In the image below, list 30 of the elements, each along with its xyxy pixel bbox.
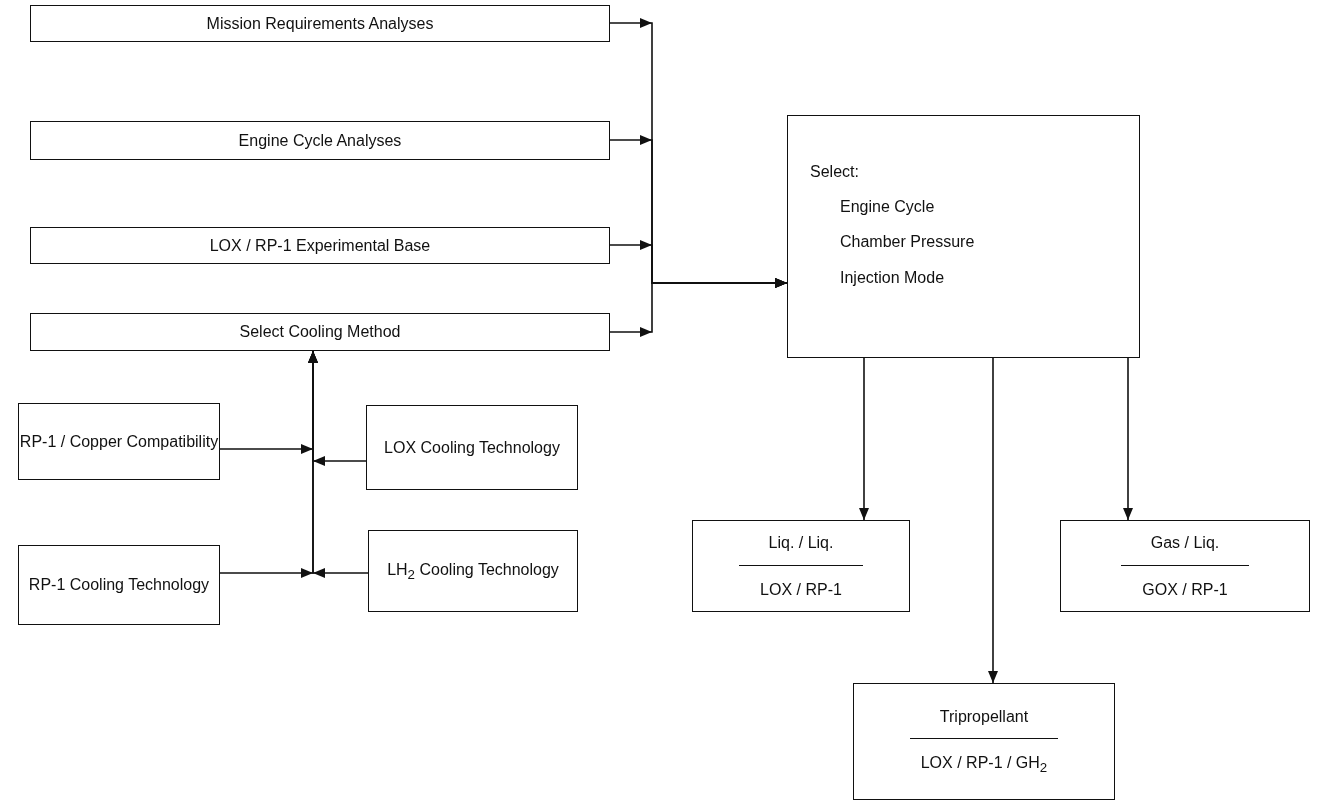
box-text: LH$_{2}$ Cooling Technology — [387, 559, 559, 584]
box-text: Chamber Pressure — [840, 232, 975, 253]
box-text: Select Cooling Method — [239, 322, 401, 343]
box-text: LOX / RP-1 — [760, 579, 842, 600]
box-text: LOX / RP-1 / GH$_{2}$ — [920, 753, 1048, 778]
box-text: Engine Cycle — [840, 197, 935, 218]
process-box — [853, 683, 1115, 800]
box-text: Select: — [810, 162, 859, 182]
process-box — [368, 530, 578, 612]
heading-text: Liq. / Liq. — [738, 531, 864, 566]
process-box — [1060, 520, 1310, 612]
process-box — [18, 403, 220, 480]
process-box — [692, 520, 910, 612]
process-box — [18, 545, 220, 625]
box-text: LOX Cooling Technology — [384, 437, 560, 458]
process-box — [366, 405, 578, 490]
box-text: RP-1 / Copper Compatibility — [19, 431, 219, 452]
process-box — [30, 5, 610, 42]
process-box — [30, 313, 610, 351]
box-text: GOX / RP-1 — [1142, 579, 1228, 600]
heading-text: Gas / Liq. — [1120, 531, 1250, 566]
box-text: LOX / RP-1 Experimental Base — [209, 235, 431, 256]
box-text: RP-1 Cooling Technology — [28, 575, 210, 596]
box-text: Injection Mode — [840, 267, 945, 288]
process-box — [30, 227, 610, 264]
box-text: Mission Requirements Analyses — [206, 13, 434, 34]
process-box — [30, 121, 610, 160]
box-text: Engine Cycle Analyses — [238, 130, 402, 151]
selection-box — [787, 115, 1140, 358]
heading-text: Tripropellant — [909, 705, 1059, 740]
